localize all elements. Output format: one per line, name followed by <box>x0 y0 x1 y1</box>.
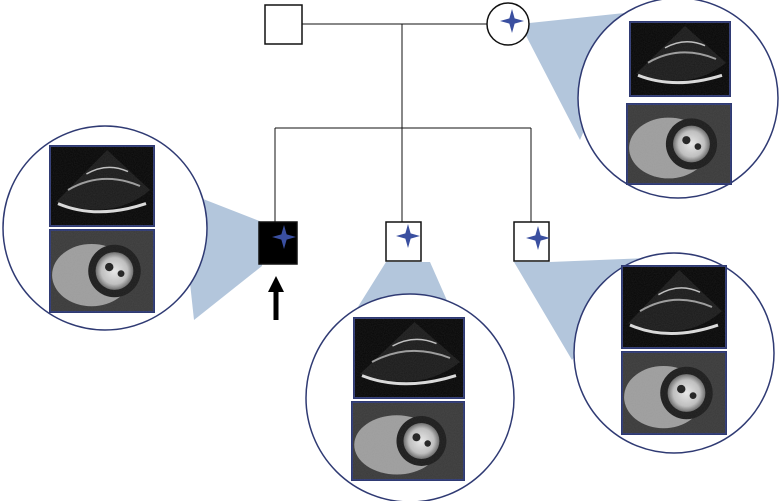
echo-panel-sibling-2 <box>621 265 727 349</box>
mother-symbol <box>486 2 530 46</box>
proband-arrow-icon <box>268 276 284 320</box>
proband-symbol <box>258 221 298 265</box>
imaging-circle-sibling-2 <box>573 252 775 454</box>
imaging-circle-sibling-1 <box>305 293 515 501</box>
star-icon <box>500 9 524 33</box>
mri-panel-mother <box>626 103 732 185</box>
mri-panel-sibling-1 <box>351 401 465 481</box>
sibling-1-symbol <box>385 221 422 262</box>
sibling-2-symbol <box>513 221 550 262</box>
star-icon <box>526 226 550 250</box>
echo-panel-mother <box>629 21 731 97</box>
echo-panel-sibling-1 <box>353 317 465 399</box>
imaging-circle-proband <box>2 125 208 331</box>
father-symbol <box>264 4 303 45</box>
star-icon <box>272 225 296 249</box>
star-icon <box>396 224 420 248</box>
pedigree-lines <box>274 23 532 222</box>
mri-panel-sibling-2 <box>621 351 727 435</box>
mri-panel-proband <box>49 229 155 313</box>
imaging-circle-mother <box>577 0 779 199</box>
echo-panel-proband <box>49 145 155 227</box>
